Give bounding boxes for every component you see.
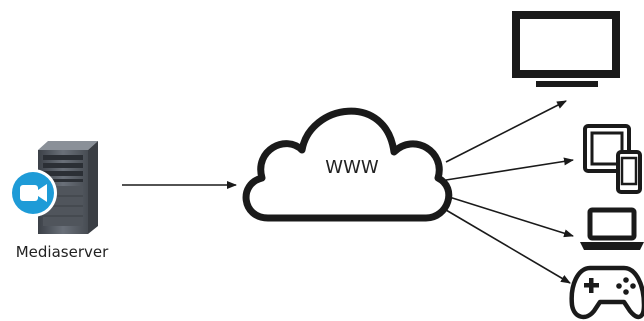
source-label: Mediaserver bbox=[16, 243, 109, 261]
arrow-to-gamepad bbox=[445, 209, 571, 284]
tablet-phone-icon bbox=[583, 124, 642, 194]
network-label: WWW bbox=[325, 157, 379, 178]
arrow-to-tablet bbox=[445, 157, 574, 181]
tv-monitor-icon bbox=[512, 11, 620, 87]
server-tower-icon bbox=[38, 141, 98, 234]
arrow-to-tv bbox=[445, 100, 567, 163]
video-camera-icon bbox=[9, 169, 57, 217]
gamepad-icon bbox=[569, 265, 644, 320]
arrow-to-laptop bbox=[445, 195, 574, 238]
cloud-icon bbox=[242, 107, 453, 222]
laptop-icon bbox=[580, 207, 644, 250]
